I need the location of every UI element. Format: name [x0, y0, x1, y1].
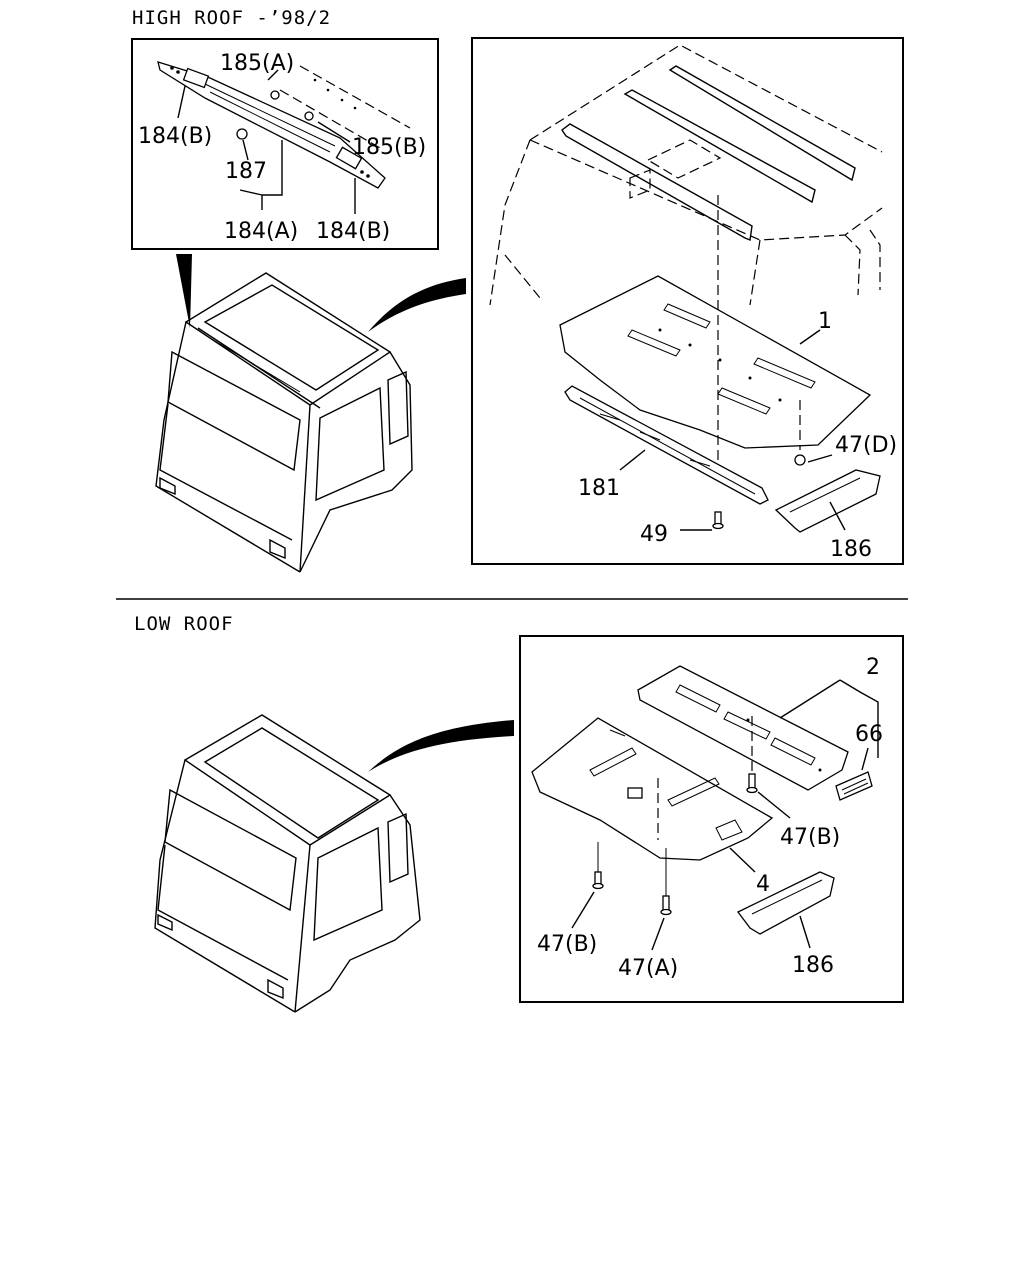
- headliner-panel-1: [559, 275, 872, 449]
- vent-grille-66: [835, 771, 873, 801]
- callout-49: 49: [640, 522, 668, 547]
- screw-47b-right: [746, 773, 758, 794]
- leader-187: [242, 139, 249, 161]
- leader-47a: [651, 917, 665, 951]
- callout-47b-left: 47(B): [537, 932, 597, 957]
- leader-4: [729, 847, 756, 873]
- leader-186-high: [829, 501, 846, 531]
- callout-184b-right: 184(B): [316, 219, 390, 244]
- callout-47a: 47(A): [618, 956, 678, 981]
- screw-187: [236, 128, 248, 140]
- screw-49: [712, 511, 724, 530]
- leader-2b: [779, 679, 841, 719]
- truck-cab-high-roof: [155, 272, 413, 573]
- zoom-pointer-low: [368, 720, 514, 772]
- leader-2: [839, 679, 879, 758]
- truck-cab-low-roof: [154, 714, 421, 1013]
- callout-184b-left: 184(B): [138, 124, 212, 149]
- callout-1: 1: [818, 309, 832, 334]
- zoom-pointer-high: [368, 278, 466, 332]
- leader-184a: [239, 140, 283, 210]
- leader-184b-left: [177, 85, 186, 119]
- callout-47b-right: 47(B): [780, 825, 840, 850]
- high-roof-title: HIGH ROOF -’98/2: [132, 7, 331, 29]
- leader-185a: [267, 69, 279, 81]
- leader-47b-left: [571, 891, 595, 929]
- callout-47d: 47(D): [835, 433, 897, 458]
- callout-66: 66: [855, 722, 883, 747]
- detail-box-headliner-high: [471, 37, 904, 565]
- roof-shell-dashed: [489, 44, 883, 306]
- detail-box-headliner-low: [519, 635, 904, 1003]
- roof-rail-assembly: [157, 61, 411, 189]
- callout-2: 2: [866, 655, 880, 680]
- leader-181: [619, 449, 646, 471]
- leader-47d: [807, 454, 833, 463]
- leader-66: [861, 747, 869, 771]
- callout-187: 187: [225, 159, 267, 184]
- leader-1: [799, 329, 821, 345]
- clip-47d: [794, 454, 806, 466]
- low-roof-title: LOW ROOF: [134, 613, 234, 635]
- screw-47b-left: [592, 871, 604, 890]
- callout-186-high: 186: [830, 537, 872, 562]
- front-trim-181: [564, 385, 769, 505]
- screw-47a: [660, 895, 672, 916]
- callout-4: 4: [756, 872, 770, 897]
- clip-185b: [304, 111, 314, 121]
- callout-186-low: 186: [792, 953, 834, 978]
- callout-185a: 185(A): [220, 51, 294, 76]
- pillar-trim-186-low: [737, 871, 835, 935]
- callout-184a: 184(A): [224, 219, 298, 244]
- pillar-trim-186-high: [774, 469, 881, 533]
- callout-185b: 185(B): [352, 135, 426, 160]
- detail-box-roof-rail: [131, 38, 439, 250]
- headliner-panel-4: [531, 717, 774, 861]
- leader-47b-right: [757, 791, 791, 819]
- clip-185a: [270, 90, 280, 100]
- detail-pointer: [176, 254, 192, 328]
- leader-186-low: [799, 915, 811, 949]
- callout-181: 181: [578, 476, 620, 501]
- leader-185b: [317, 121, 351, 143]
- rear-panel-2: [637, 665, 849, 791]
